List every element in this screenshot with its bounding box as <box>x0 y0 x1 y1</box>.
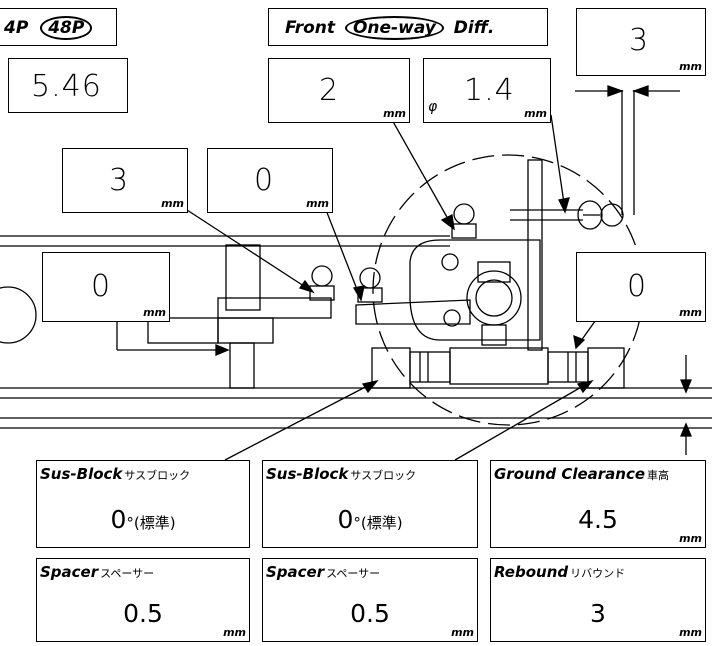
degree-symbol: ° <box>353 514 361 532</box>
panel-value: 0 <box>337 505 354 534</box>
degree-symbol: ° <box>126 514 134 532</box>
panel-title: Sus-Block <box>40 465 123 483</box>
measure-diff-height: 2 mm <box>268 58 410 123</box>
measure-left-lower: 0 mm <box>42 252 170 322</box>
diff-ball <box>451 203 477 239</box>
panel-title: Rebound <box>494 563 569 581</box>
leader-lines <box>186 94 604 461</box>
panel-title: Ground Clearance <box>494 465 646 483</box>
measure-unit: mm <box>161 197 184 210</box>
phi-symbol: φ <box>428 99 438 115</box>
panel-value: 3 <box>590 599 606 628</box>
panel-jp-title: リバウンド <box>570 567 626 580</box>
diff-title-box: Front One-way Diff. <box>268 8 548 46</box>
measure-unit: mm <box>306 197 329 210</box>
panel-unit: mm <box>679 532 702 545</box>
measure-shaft: φ 1.4 mm <box>423 58 551 123</box>
diff-label: Diff. <box>453 18 495 38</box>
ratio-value: 5.46 <box>31 69 102 104</box>
left-support <box>116 244 332 389</box>
panel-value: 0.5 <box>350 599 390 628</box>
measure-left-upper: 3 mm <box>62 148 188 213</box>
ratio-box: 5.46 <box>8 58 128 113</box>
measure-value: 0 <box>254 163 275 198</box>
measure-value: 1.4 <box>464 73 515 108</box>
panel-jp-title: スペーサー <box>326 567 381 580</box>
panel-title: Spacer <box>266 563 325 581</box>
panel-jp-title: サスブロック <box>124 469 191 482</box>
panel-title: Spacer <box>40 563 99 581</box>
panel-jp-title: スペーサー <box>100 567 155 580</box>
panel-value: 0 <box>110 505 127 534</box>
gear-label-48p: 48P <box>40 16 93 40</box>
measure-center-upper: 0 mm <box>207 148 333 213</box>
measure-unit: mm <box>679 60 702 73</box>
measure-top-right: 3 mm <box>576 8 706 76</box>
panel-unit: mm <box>451 626 474 639</box>
panel-note: (標準) <box>360 514 403 532</box>
measure-right-mid: 0 mm <box>576 252 706 322</box>
measure-value: 3 <box>109 163 130 198</box>
measure-value: 0 <box>627 269 648 304</box>
measure-value: 0 <box>91 269 112 304</box>
dimension-arrows <box>575 85 692 455</box>
left-ball-link <box>309 265 335 301</box>
chassis-rails <box>0 235 712 429</box>
measuring-tower <box>510 90 635 351</box>
panel-unit: mm <box>223 626 246 639</box>
panel-note: (標準) <box>133 514 176 532</box>
panel-value: 4.5 <box>578 505 618 534</box>
measure-value: 2 <box>319 73 340 108</box>
measure-value: 3 <box>629 23 650 58</box>
panel-jp-title: サスブロック <box>350 469 417 482</box>
panel-jp-title: 車高 <box>647 469 670 482</box>
diff-front: Front <box>285 18 336 38</box>
measure-unit: mm <box>143 306 166 319</box>
diff-type: One-way <box>344 16 444 40</box>
measure-unit: mm <box>524 107 547 120</box>
measure-unit: mm <box>679 306 702 319</box>
panel-unit: mm <box>679 626 702 639</box>
lower-blocks <box>371 347 625 389</box>
gear-pitch-box: 4P 48P <box>0 8 117 46</box>
gear-label-4p: 4P <box>4 18 29 38</box>
upper-arm <box>355 261 522 346</box>
measure-unit: mm <box>383 107 406 120</box>
panel-title: Sus-Block <box>266 465 349 483</box>
panel-value: 0.5 <box>123 599 163 628</box>
